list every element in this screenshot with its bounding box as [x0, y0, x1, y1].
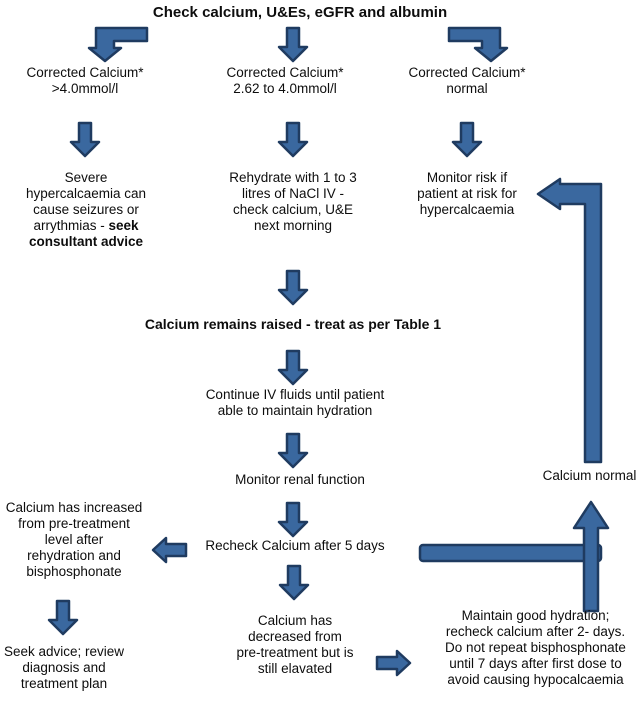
node-calcium-normal: Calcium normal: [542, 468, 637, 483]
node-calcium-increased: Calcium has increased from pre-treatment…: [5, 500, 143, 579]
node-recheck-calcium-5-days: Recheck Calcium after 5 days: [205, 538, 385, 553]
node-calcium-decreased: Calcium has decreased from pre-treatment…: [236, 613, 354, 676]
node-monitor-risk: Monitor risk if patient at risk for hype…: [417, 170, 517, 217]
down-arrow-icon: [277, 121, 309, 158]
node-severe-hypercalcaemia: Severe hypercalcaemia can cause seizures…: [20, 170, 152, 250]
node-continue-iv-fluids: Continue IV fluids until patient able to…: [205, 387, 385, 418]
elbow-arrow-down-left-icon: [87, 26, 149, 63]
node-monitor-renal-function: Monitor renal function: [235, 472, 365, 487]
flowchart-title: Check calcium, U&Es, eGFR and albumin: [152, 4, 448, 21]
right-arrow-icon: [375, 649, 412, 677]
node-corrected-calcium-mid: Corrected Calcium* 2.62 to 4.0mmol/l: [226, 65, 344, 96]
down-arrow-icon: [278, 564, 310, 601]
down-arrow-icon: [277, 432, 309, 469]
left-arrow-icon: [151, 536, 188, 564]
connector-bar: [418, 543, 603, 563]
node-rehydrate: Rehydrate with 1 to 3 litres of NaCl IV …: [229, 170, 357, 233]
node-calcium-remains-raised: Calcium remains raised - treat as per Ta…: [144, 316, 442, 332]
down-arrow-icon: [69, 121, 101, 158]
seek-consultant-advice-text: seek consultant advice: [28, 218, 144, 249]
down-arrow-icon: [451, 121, 483, 158]
node-maintain-hydration: Maintain good hydration; recheck calcium…: [445, 608, 626, 687]
down-arrow-icon: [47, 599, 79, 636]
node-seek-advice: Seek advice; review diagnosis and treatm…: [3, 644, 125, 691]
feedback-loop-arrow-icon: [536, 177, 603, 464]
down-arrow-icon: [277, 349, 309, 386]
down-arrow-icon: [277, 269, 309, 306]
severe-text: Severe hypercalcaemia can cause seizures…: [25, 170, 147, 233]
node-corrected-calcium-normal: Corrected Calcium* normal: [408, 65, 526, 96]
elbow-arrow-down-right-icon: [447, 26, 509, 63]
node-corrected-calcium-high: Corrected Calcium* >4.0mmol/l: [26, 65, 144, 96]
down-arrow-icon: [277, 26, 309, 63]
up-arrow-icon: [572, 500, 610, 613]
down-arrow-icon: [277, 501, 309, 538]
